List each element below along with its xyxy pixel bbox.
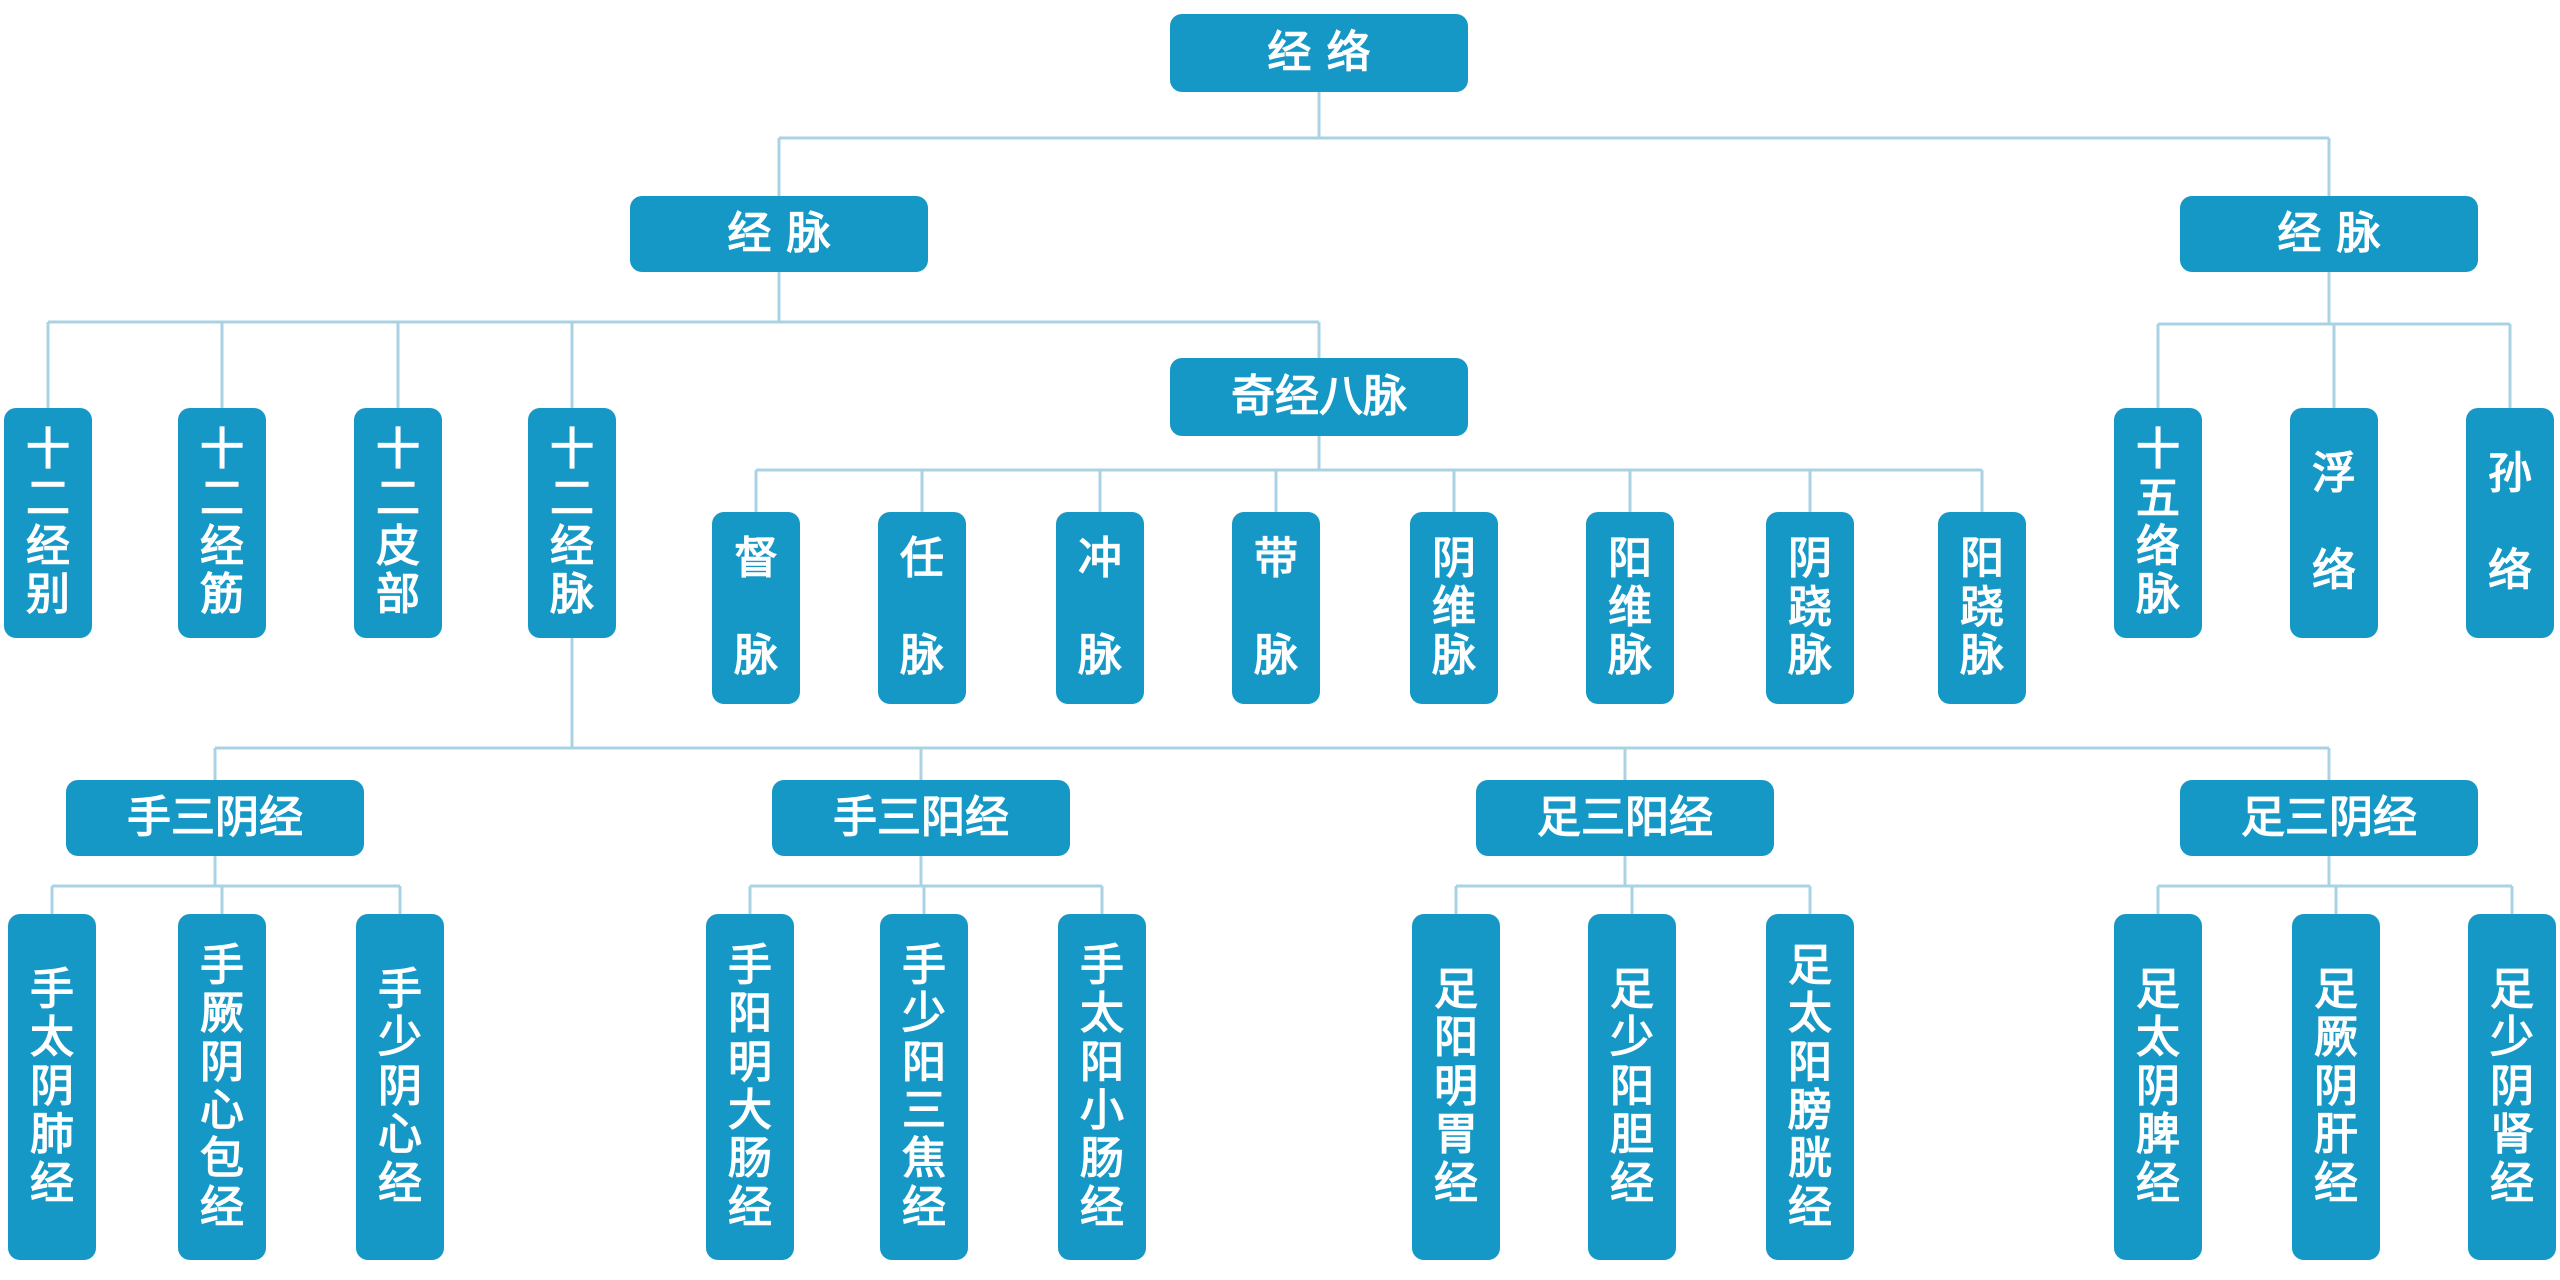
meridian-3-1: 足 阳 明 胃 经 [1412, 914, 1500, 1260]
meridian-3-2: 足 少 阳 胆 经 [1588, 914, 1676, 1260]
group-node-3: 足三阳经 [1476, 780, 1774, 856]
right-child-1: 十 五 络 脉 [2114, 408, 2202, 638]
meridian-1-3: 手 少 阴 心 经 [356, 914, 444, 1260]
root-node: 经 络 [1170, 14, 1468, 92]
qijing-child-8: 阳 跷 脉 [1938, 512, 2026, 704]
right-child-3: 孙 络 [2466, 408, 2554, 638]
qijing-child-4: 带 脉 [1232, 512, 1320, 704]
qijing-child-1: 督 脉 [712, 512, 800, 704]
qijing-child-5: 阴 维 脉 [1410, 512, 1498, 704]
qijing-child-3: 冲 脉 [1056, 512, 1144, 704]
meridian-2-2: 手 少 阳 三 焦 经 [880, 914, 968, 1260]
meridian-4-2: 足 厥 阴 肝 经 [2292, 914, 2380, 1260]
meridian-2-1: 手 阳 明 大 肠 经 [706, 914, 794, 1260]
right-branch-node: 经 脉 [2180, 196, 2478, 272]
group-node-2: 手三阳经 [772, 780, 1070, 856]
qijing-child-7: 阴 跷 脉 [1766, 512, 1854, 704]
left-branch-node: 经 脉 [630, 196, 928, 272]
meridian-1-2: 手 厥 阴 心 包 经 [178, 914, 266, 1260]
meridian-3-3: 足 太 阳 膀 胱 经 [1766, 914, 1854, 1260]
left-child-2: 十 二 经 筋 [178, 408, 266, 638]
left-child-3: 十 二 皮 部 [354, 408, 442, 638]
meridian-4-1: 足 太 阴 脾 经 [2114, 914, 2202, 1260]
qijing-node: 奇经八脉 [1170, 358, 1468, 436]
meridian-1-1: 手 太 阴 肺 经 [8, 914, 96, 1260]
left-child-1: 十 二 经 别 [4, 408, 92, 638]
qijing-child-6: 阳 维 脉 [1586, 512, 1674, 704]
group-node-1: 手三阴经 [66, 780, 364, 856]
meridian-4-3: 足 少 阴 肾 经 [2468, 914, 2556, 1260]
left-child-4: 十 二 经 脉 [528, 408, 616, 638]
qijing-child-2: 任 脉 [878, 512, 966, 704]
right-child-2: 浮 络 [2290, 408, 2378, 638]
meridian-2-3: 手 太 阳 小 肠 经 [1058, 914, 1146, 1260]
group-node-4: 足三阴经 [2180, 780, 2478, 856]
